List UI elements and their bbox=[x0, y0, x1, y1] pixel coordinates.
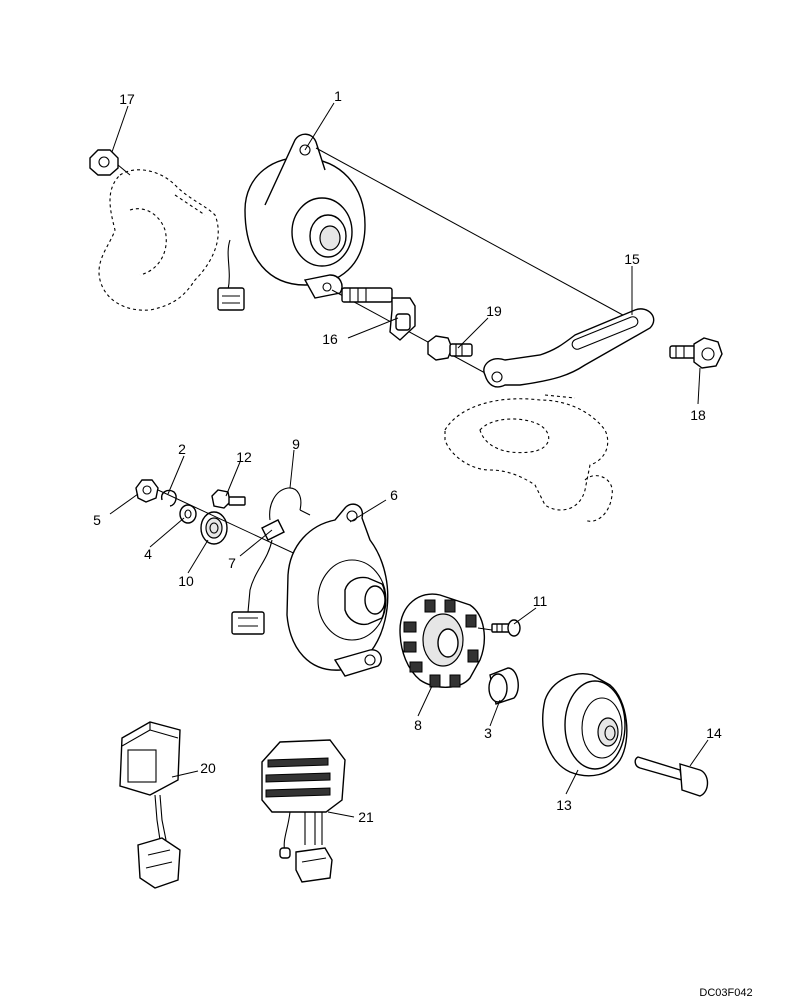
callout-5: 5 bbox=[93, 512, 101, 528]
callout-8: 8 bbox=[414, 717, 422, 733]
callout-19: 19 bbox=[486, 303, 502, 319]
callout-18: 18 bbox=[690, 407, 706, 423]
callout-15: 15 bbox=[624, 251, 640, 267]
adjusting-bolt-part bbox=[669, 337, 723, 369]
callout-4: 4 bbox=[144, 546, 152, 562]
flange-bolt-part bbox=[427, 335, 473, 361]
bearing-part bbox=[200, 511, 228, 545]
callout-13: 13 bbox=[556, 797, 572, 813]
callout-labels: 1 2 3 4 5 6 7 8 9 10 11 12 13 14 15 16 1… bbox=[93, 88, 722, 825]
leader-lines bbox=[109, 102, 709, 818]
collar-part bbox=[488, 667, 519, 705]
hex-nut-part bbox=[135, 479, 159, 503]
alternator-housing-icon bbox=[286, 503, 389, 677]
flange-nut-part bbox=[89, 149, 131, 176]
regulator-icon bbox=[119, 721, 181, 889]
bracket-icon bbox=[483, 308, 655, 388]
engine-mount-outline-lower bbox=[444, 394, 613, 522]
alternator-icon bbox=[217, 133, 366, 311]
callout-12: 12 bbox=[236, 449, 252, 465]
callout-16: 16 bbox=[322, 331, 338, 347]
callout-10: 10 bbox=[178, 573, 194, 589]
callout-7: 7 bbox=[228, 555, 236, 571]
stator-screw-part bbox=[477, 619, 521, 637]
screw-part bbox=[211, 489, 246, 509]
stator-icon bbox=[399, 593, 485, 688]
callout-20: 20 bbox=[200, 760, 216, 776]
drawing-code: DC03F042 bbox=[699, 987, 752, 999]
callout-9: 9 bbox=[292, 436, 300, 452]
callout-6: 6 bbox=[390, 487, 398, 503]
callout-17: 17 bbox=[119, 91, 135, 107]
callout-21: 21 bbox=[358, 809, 374, 825]
callout-14: 14 bbox=[706, 725, 722, 741]
lock-washer-part bbox=[160, 489, 177, 507]
engine-mount-outline-upper bbox=[98, 169, 219, 311]
wiring-harness-part bbox=[231, 487, 311, 635]
callout-1: 1 bbox=[334, 88, 342, 104]
pulley-icon bbox=[542, 673, 628, 777]
pulley-bolt-part bbox=[634, 756, 709, 797]
bolt-spacer-part bbox=[341, 287, 416, 341]
flat-washer-part bbox=[179, 504, 197, 524]
rectifier-icon bbox=[261, 739, 346, 883]
callout-3: 3 bbox=[484, 725, 492, 741]
callout-11: 11 bbox=[533, 593, 548, 609]
callout-2: 2 bbox=[178, 441, 186, 457]
